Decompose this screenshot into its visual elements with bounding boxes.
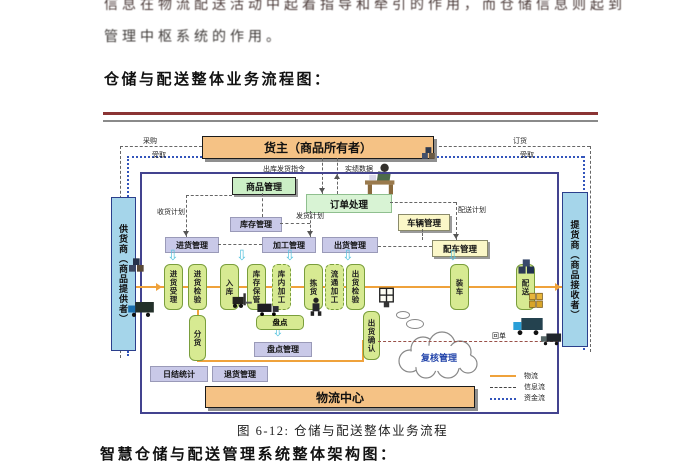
- svg-text:复核管理: 复核管理: [420, 352, 457, 363]
- connector-line: [262, 193, 263, 217]
- connector-line: [390, 202, 456, 203]
- receipt-line: [378, 341, 558, 342]
- order-label: 订货: [513, 138, 527, 145]
- worker-icon: [308, 297, 324, 321]
- vehicle-dispatch-box: 配车管理: [432, 240, 488, 257]
- down-arrow-icon: ⇩: [447, 248, 459, 264]
- supplier-box: 供货商（商品提供者）: [111, 197, 136, 351]
- logistics-center-border: [140, 172, 559, 414]
- receive-right-label: 受取: [520, 152, 534, 159]
- down-arrow-icon: ⇩: [272, 324, 284, 340]
- connector-line: [456, 202, 457, 240]
- legend-capital-label: 资金流: [524, 395, 545, 402]
- receiving-plan-label: 收货计划: [157, 209, 185, 216]
- forklift-icon: [229, 292, 253, 314]
- down-arrow-icon: ⇩: [236, 248, 248, 264]
- next-section-heading: 智慧仓储与配送管理系统整体架构图：: [100, 447, 398, 463]
- delivery-plan-label: 配送计划: [458, 207, 486, 214]
- arrowhead-icon: [307, 231, 313, 236]
- scale-icon: [377, 287, 396, 315]
- cargo-owner-box: 货主（商品所有者）: [202, 136, 434, 159]
- arrowhead-icon: [183, 231, 189, 236]
- inbound-management-box: 进货管理: [165, 237, 219, 253]
- order-processing-box: 订单处理: [306, 194, 392, 213]
- down-arrow-icon: ⇩: [342, 248, 354, 264]
- truck-icon: [127, 300, 155, 323]
- connector-line: [322, 158, 323, 194]
- flow-node-warehouse-processing: 库内加工: [272, 264, 291, 310]
- flow-node-storage: 库存保管: [247, 264, 266, 310]
- actual-data-label: 实绩数据: [345, 166, 373, 173]
- sorting-box: 分货: [189, 315, 206, 361]
- legend-info-line: [490, 387, 516, 388]
- figure-caption: 图 6-12: 仓储与配送整体业务流程: [237, 424, 449, 438]
- pallet-truck-icon: [255, 301, 281, 322]
- connector-line: [434, 146, 590, 147]
- arrowhead-icon: [555, 283, 561, 291]
- connector-line: [218, 244, 262, 245]
- connector-line: [422, 229, 423, 240]
- goods-icon: [516, 258, 538, 280]
- stocktake-management-box: 盘点管理: [254, 342, 312, 357]
- connector-line: [280, 223, 310, 224]
- goods-icon: [127, 257, 147, 278]
- consignee-box: 提货商（商品接收者）: [562, 192, 588, 347]
- arrowhead-icon: [156, 283, 162, 291]
- legend-capital-line: [490, 398, 516, 400]
- connector-line: [310, 211, 311, 237]
- truck-icon: [540, 332, 562, 351]
- processing-management-box: 加工管理: [262, 237, 316, 253]
- legend-material-line: [490, 375, 516, 377]
- connector-line: [186, 195, 232, 196]
- connector-line: [120, 146, 202, 147]
- desk-worker-icon: [358, 162, 400, 201]
- yellow-goods-icon: [528, 292, 544, 315]
- shipping-confirm-box: 出货确认: [363, 311, 380, 360]
- capital-flow-line: [434, 156, 583, 158]
- arrowhead-icon: [319, 188, 325, 193]
- daily-summary-box: 日结统计: [150, 366, 208, 382]
- flow-node-receiving: 进货受理: [164, 264, 183, 310]
- truck-icon: [512, 316, 544, 341]
- down-arrow-icon: ⇩: [167, 248, 179, 264]
- material-flow-line: [197, 360, 363, 362]
- outbound-instruction-label: 出库发货指令: [263, 166, 305, 173]
- flow-node-distribution-processing: 流通加工: [325, 264, 344, 310]
- intro-paragraph-line1: 信息在物流配送活动中起着指导和牵引的作用，而仓储信息则起到: [104, 0, 626, 13]
- returns-management-box: 退货管理: [212, 366, 268, 382]
- logistics-center-box: 物流中心: [205, 386, 475, 408]
- connector-line: [337, 158, 338, 194]
- review-cloud: 复核管理: [390, 328, 484, 385]
- connector-line: [186, 195, 187, 237]
- legend-material-label: 物流: [524, 373, 538, 380]
- connector-line: [378, 246, 432, 247]
- down-arrow-icon: ⇩: [284, 248, 296, 264]
- flow-node-inspection: 进货检验: [188, 264, 207, 310]
- goods-icon: [420, 146, 438, 165]
- divider-rule-red: [103, 112, 598, 115]
- intro-paragraph-line2: 管理中枢系统的作用。: [104, 30, 284, 45]
- vehicle-management-box: 车辆管理: [398, 214, 450, 231]
- purchase-label: 采购: [143, 138, 157, 145]
- receive-left-label: 受取: [152, 152, 166, 159]
- flow-node-loading: 装车: [450, 264, 469, 310]
- thought-bubble: [396, 311, 410, 319]
- connector-line: [590, 146, 591, 352]
- capital-flow-line: [127, 156, 202, 158]
- divider-rule-gray: [103, 120, 598, 122]
- flow-node-outbound-inspection: 出货检验: [346, 264, 365, 310]
- legend-info-label: 信息流: [524, 384, 545, 391]
- stocktake-op-box: 盘点: [256, 315, 304, 330]
- inventory-management-box: 库存管理: [230, 217, 282, 232]
- arrowhead-icon: [453, 234, 459, 239]
- outbound-management-box: 出货管理: [322, 237, 378, 253]
- thought-bubble: [406, 319, 424, 329]
- section-heading: 仓储与配送整体业务流程图：: [104, 72, 332, 88]
- receipt-label: 回单: [492, 333, 506, 340]
- product-management-box: 商品管理: [232, 177, 296, 195]
